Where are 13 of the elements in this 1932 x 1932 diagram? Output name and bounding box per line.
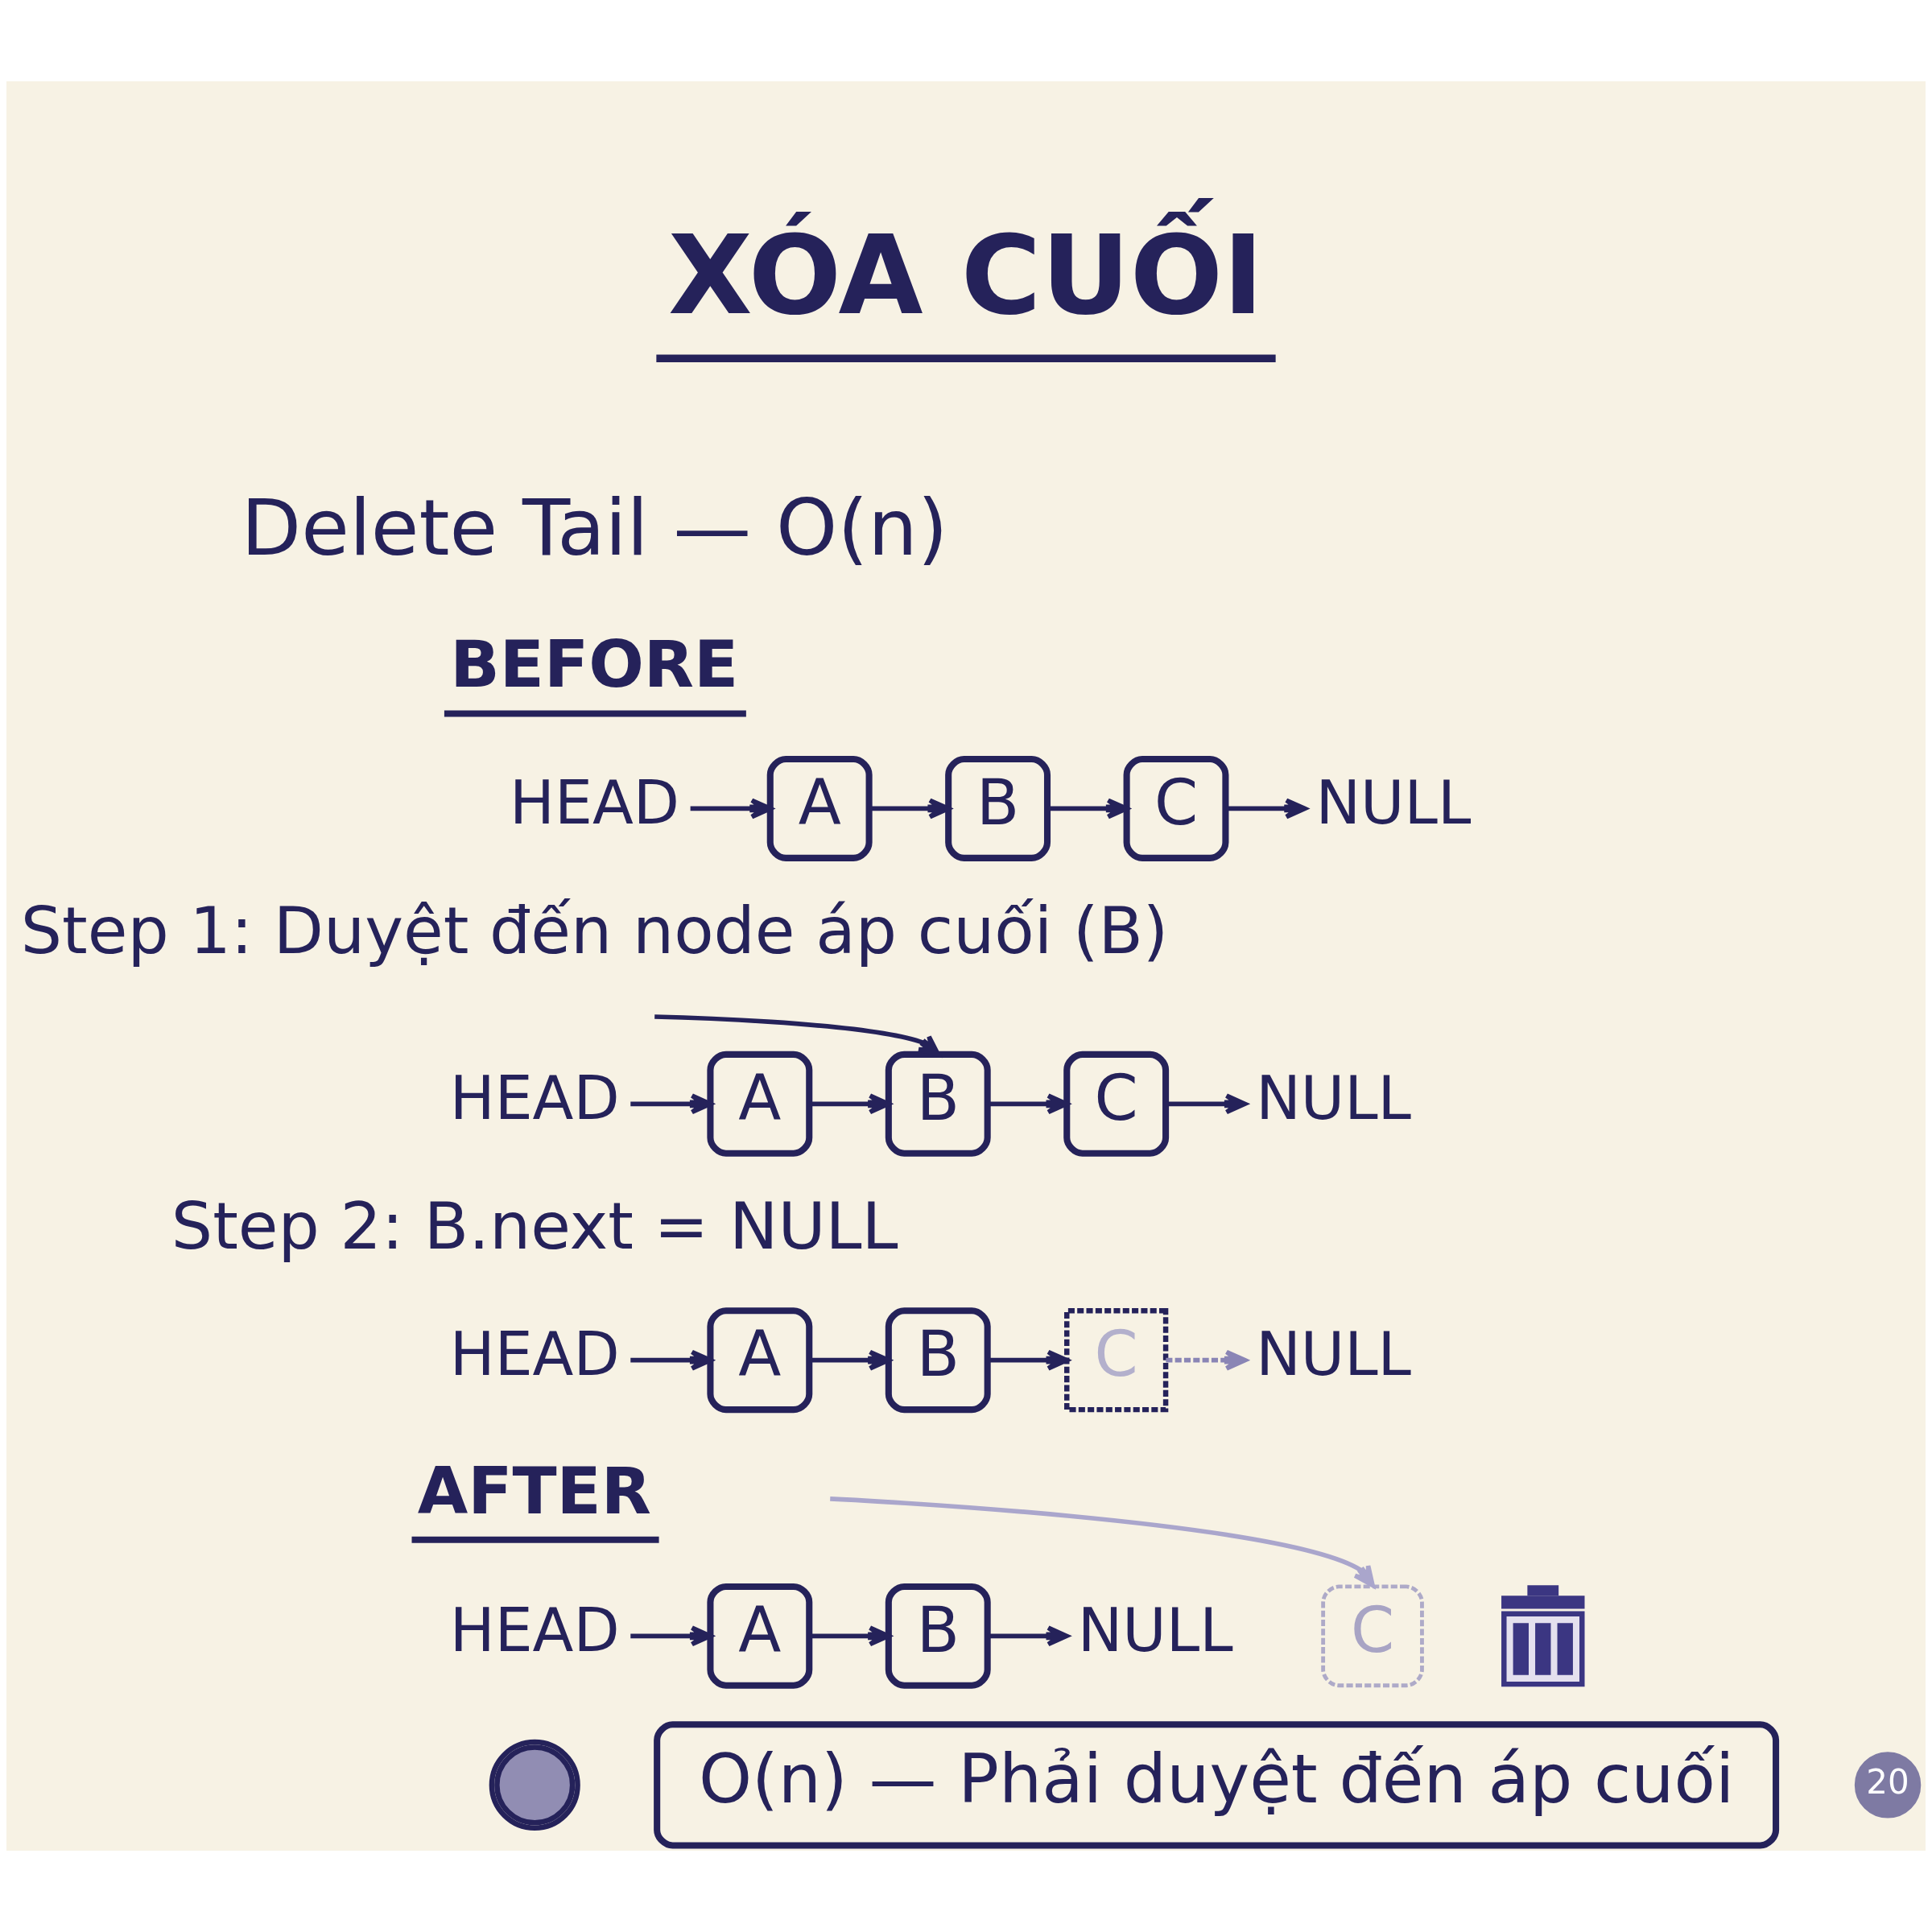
label: Step 2: B.next = NULL bbox=[171, 1187, 898, 1264]
node-text: HEAD bbox=[449, 1595, 620, 1666]
node-text: NULL bbox=[1256, 1063, 1411, 1133]
label: AFTER bbox=[417, 1452, 652, 1529]
node-text: HEAD bbox=[449, 1319, 620, 1389]
node-text: NULL bbox=[1077, 1595, 1233, 1666]
node-text: HEAD bbox=[510, 767, 680, 838]
label: BEFORE bbox=[450, 626, 739, 703]
node-text: HEAD bbox=[449, 1063, 620, 1133]
label: Step 1: Duyệt đến node áp cuối (B) bbox=[20, 892, 1169, 968]
node-text: NULL bbox=[1256, 1319, 1411, 1389]
node-text: NULL bbox=[1315, 767, 1472, 838]
label: Delete Tail — O(n) bbox=[241, 482, 948, 574]
